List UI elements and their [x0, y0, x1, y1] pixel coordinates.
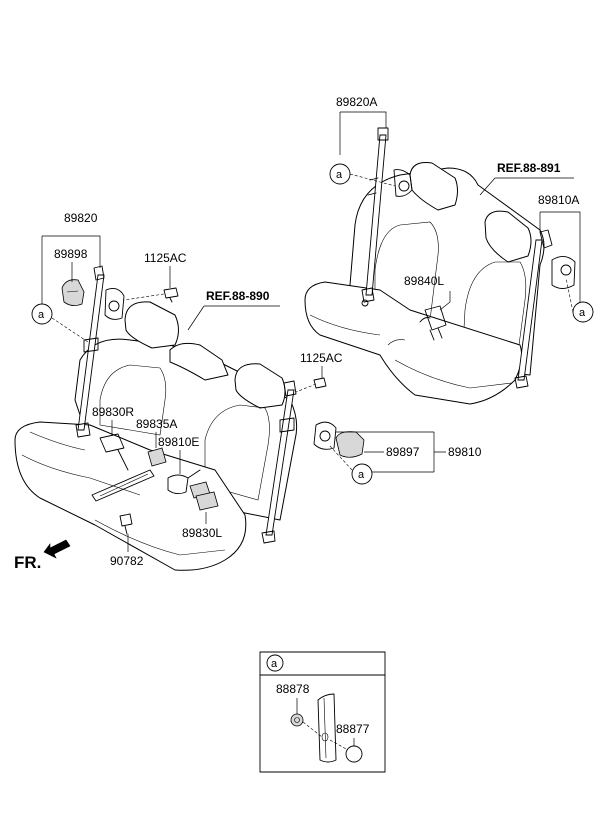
part-label-89830l: 89830L	[182, 526, 222, 540]
upper-right-belts	[361, 127, 576, 389]
part-label-89835a: 89835A	[136, 417, 177, 431]
part-label-1125ac-lower: 1125AC	[300, 351, 343, 365]
part-label-89830r: 89830R	[92, 405, 134, 419]
part-label-88878: 88878	[276, 682, 310, 696]
labels-and-leaders: 89820A a REF.88-891 89810A a 89840L 8982…	[14, 95, 594, 572]
cap-88877-icon	[345, 745, 363, 763]
ref-88-890: REF.88-890	[206, 289, 270, 303]
callout-a-upper-left: a	[336, 169, 343, 181]
part-label-89810a: 89810A	[538, 193, 579, 207]
part-label-1125ac-upper: 1125AC	[144, 251, 187, 265]
lower-left-belts	[61, 265, 365, 544]
part-label-89820a: 89820A	[336, 95, 377, 109]
detail-box-a: a 88878 88877	[259, 651, 386, 773]
part-label-89810e: 89810E	[158, 435, 199, 449]
callout-a-right: a	[358, 469, 365, 481]
detail-box-callout: a	[271, 658, 278, 670]
part-label-89840l: 89840L	[404, 274, 444, 288]
trim-clip-88878-icon	[290, 713, 304, 727]
part-label-88877: 88877	[336, 722, 370, 736]
front-direction-label: FR.	[14, 553, 41, 572]
part-label-90782: 90782	[110, 554, 144, 568]
callout-a-upper-right: a	[579, 307, 586, 319]
part-label-89897: 89897	[386, 445, 420, 459]
callout-a-left: a	[38, 309, 45, 321]
upper-right-seat-assembly	[304, 162, 545, 405]
part-label-89820: 89820	[64, 211, 98, 225]
part-label-89898: 89898	[54, 247, 88, 261]
ref-88-891: REF.88-891	[497, 161, 561, 175]
lower-left-seat-assembly	[14, 301, 298, 571]
part-label-89810: 89810	[448, 445, 482, 459]
front-arrow-icon	[43, 539, 71, 559]
